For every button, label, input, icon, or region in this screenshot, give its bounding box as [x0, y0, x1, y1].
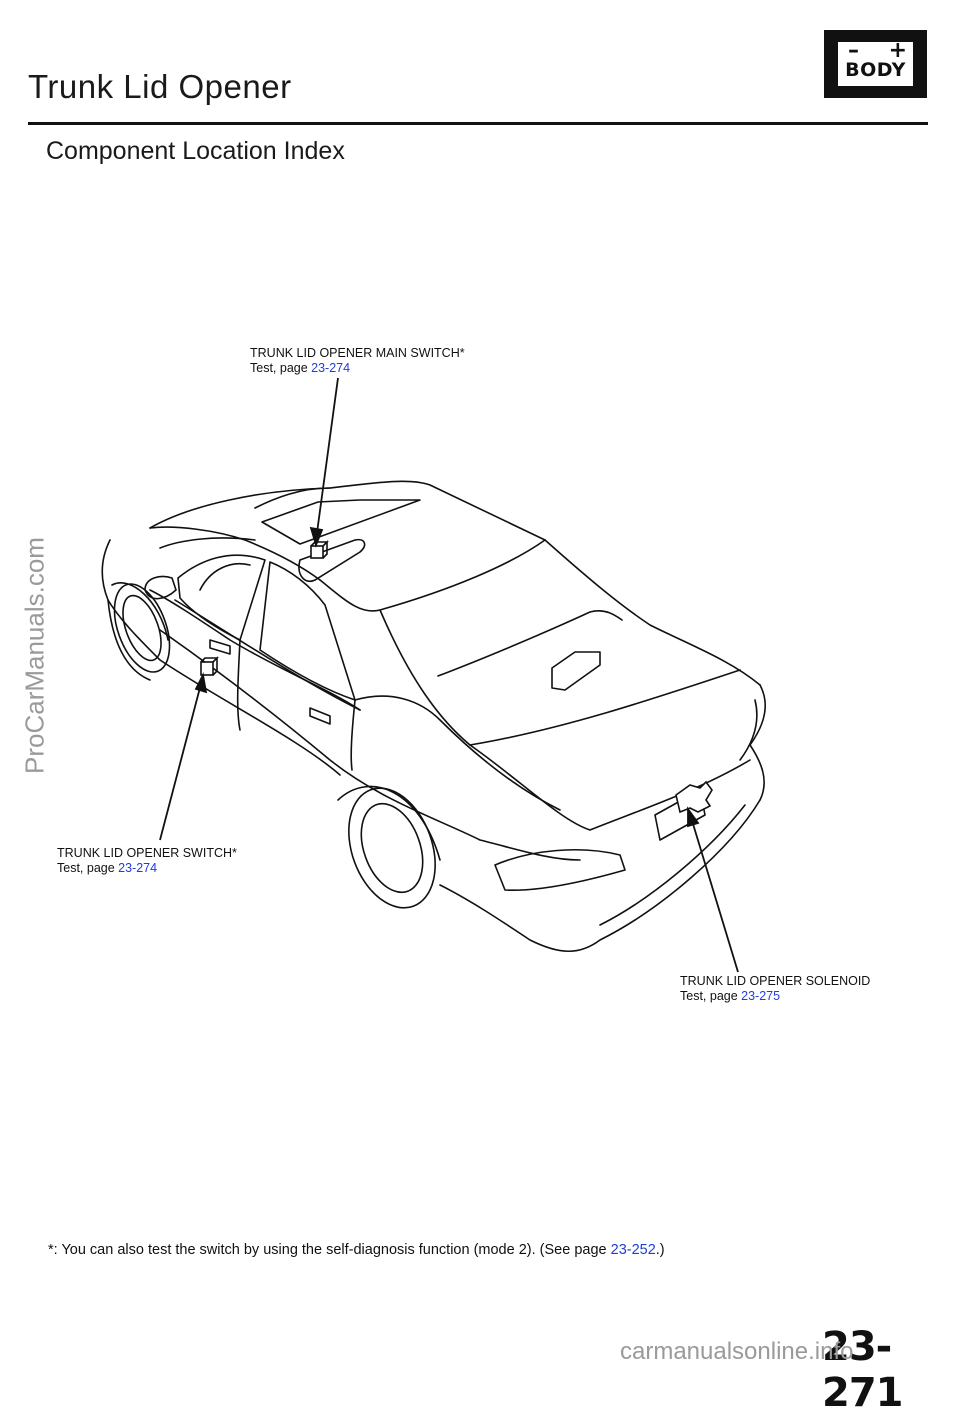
callout-switch-test: Test, page 23-274	[57, 861, 158, 875]
callout-main-switch: TRUNK LID OPENER MAIN SWITCH* Test, page…	[250, 346, 465, 376]
badge-minus: –	[848, 38, 859, 63]
callout-main-switch-name: TRUNK LID OPENER MAIN SWITCH*	[250, 346, 465, 360]
battery-icon: – + BODY	[838, 38, 913, 86]
car-illustration	[101, 377, 766, 973]
header-rule	[28, 122, 928, 125]
badge-plus: +	[888, 38, 907, 63]
callout-switch: TRUNK LID OPENER SWITCH* Test, page 23-2…	[57, 846, 237, 876]
page-link-23-275[interactable]: 23-275	[741, 989, 781, 1003]
watermark-bottom: carmanualsonline.info	[620, 1338, 854, 1365]
callout-solenoid-test: Test, page 23-275	[680, 989, 781, 1003]
footnote: *: You can also test the switch by using…	[48, 1242, 665, 1258]
page-link-23-274-main[interactable]: 23-274	[311, 361, 351, 375]
callout-solenoid: TRUNK LID OPENER SOLENOID Test, page 23-…	[680, 974, 870, 1004]
badge-label: BODY	[845, 59, 906, 81]
callout-main-switch-test: Test, page 23-274	[250, 361, 351, 375]
page-link-23-274-switch[interactable]: 23-274	[118, 861, 158, 875]
watermark-left: ProCarManuals.com	[19, 537, 50, 774]
callout-switch-name: TRUNK LID OPENER SWITCH*	[57, 846, 237, 860]
page-title: Trunk Lid Opener	[28, 68, 292, 105]
callout-solenoid-name: TRUNK LID OPENER SOLENOID	[680, 974, 871, 988]
page-link-23-252[interactable]: 23-252	[610, 1242, 656, 1258]
body-section-badge: – + BODY	[824, 30, 927, 98]
section-subtitle: Component Location Index	[46, 137, 345, 165]
